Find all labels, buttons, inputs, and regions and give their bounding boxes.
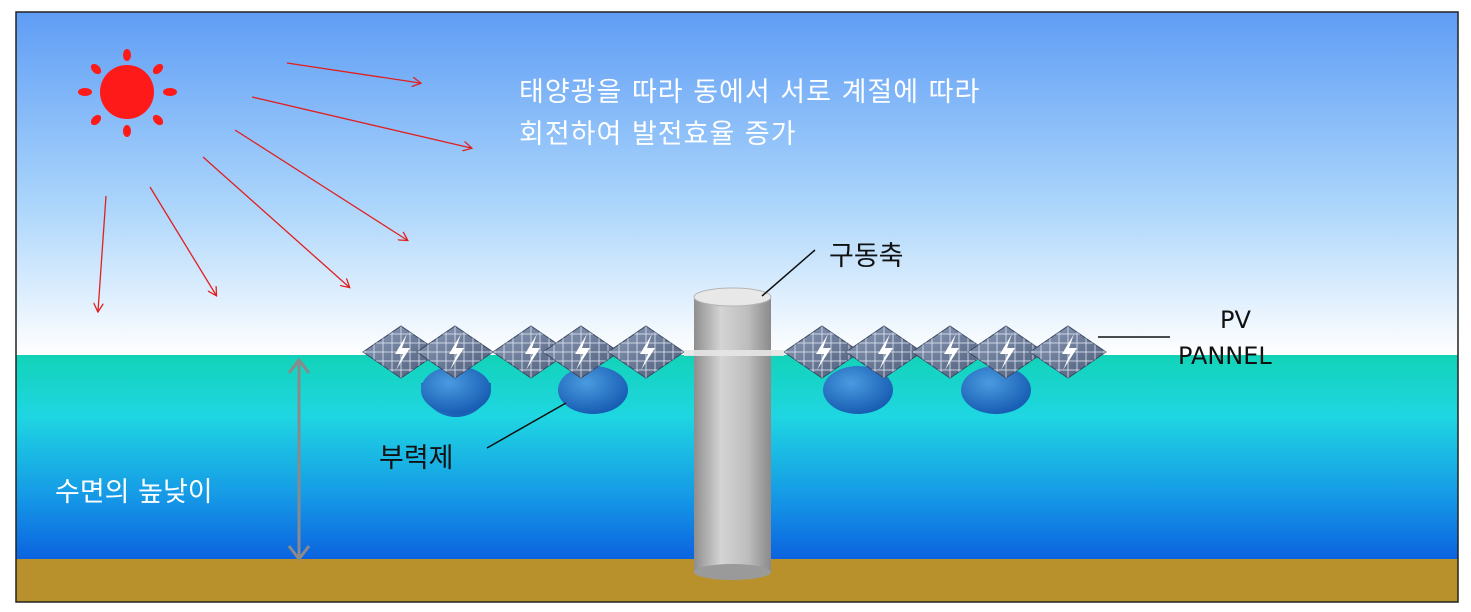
pv-array-left: [362, 325, 685, 379]
floats: [421, 366, 1031, 417]
float: [823, 366, 893, 414]
water-level-label: 수면의 높낮이: [55, 477, 213, 508]
drive-shaft: [684, 287, 784, 580]
leader-lines: [486, 249, 1170, 449]
float: [421, 366, 491, 414]
pv-array-right: [783, 325, 1107, 379]
shaft-label: 구동축: [829, 241, 904, 272]
sun-ray: [251, 96, 471, 148]
sun-rays: [98, 62, 471, 311]
caption-line-2: 회전하여 발전효율 증가: [519, 119, 797, 150]
sun-ray: [234, 129, 407, 240]
sun-ray: [286, 62, 420, 83]
pv-label-line-1: PV: [1220, 306, 1251, 334]
shaft-collar: [684, 350, 784, 356]
sun-ray: [149, 186, 216, 295]
float-leader-line: [486, 402, 567, 449]
caption-line-1: 태양광을 따라 동에서 서로 계절에 따라: [519, 77, 981, 108]
float: [558, 366, 628, 414]
float-label: 부력제: [379, 443, 454, 474]
shaft-leader-line: [761, 249, 816, 297]
frame-border: [15, 11, 1459, 603]
float: [961, 366, 1031, 414]
pv-label-line-2: PANNEL: [1178, 342, 1272, 370]
sun-icon: [78, 49, 177, 137]
sun-ray: [202, 156, 349, 287]
water-level-arrow: [287, 357, 311, 562]
sun-ray: [98, 195, 107, 311]
